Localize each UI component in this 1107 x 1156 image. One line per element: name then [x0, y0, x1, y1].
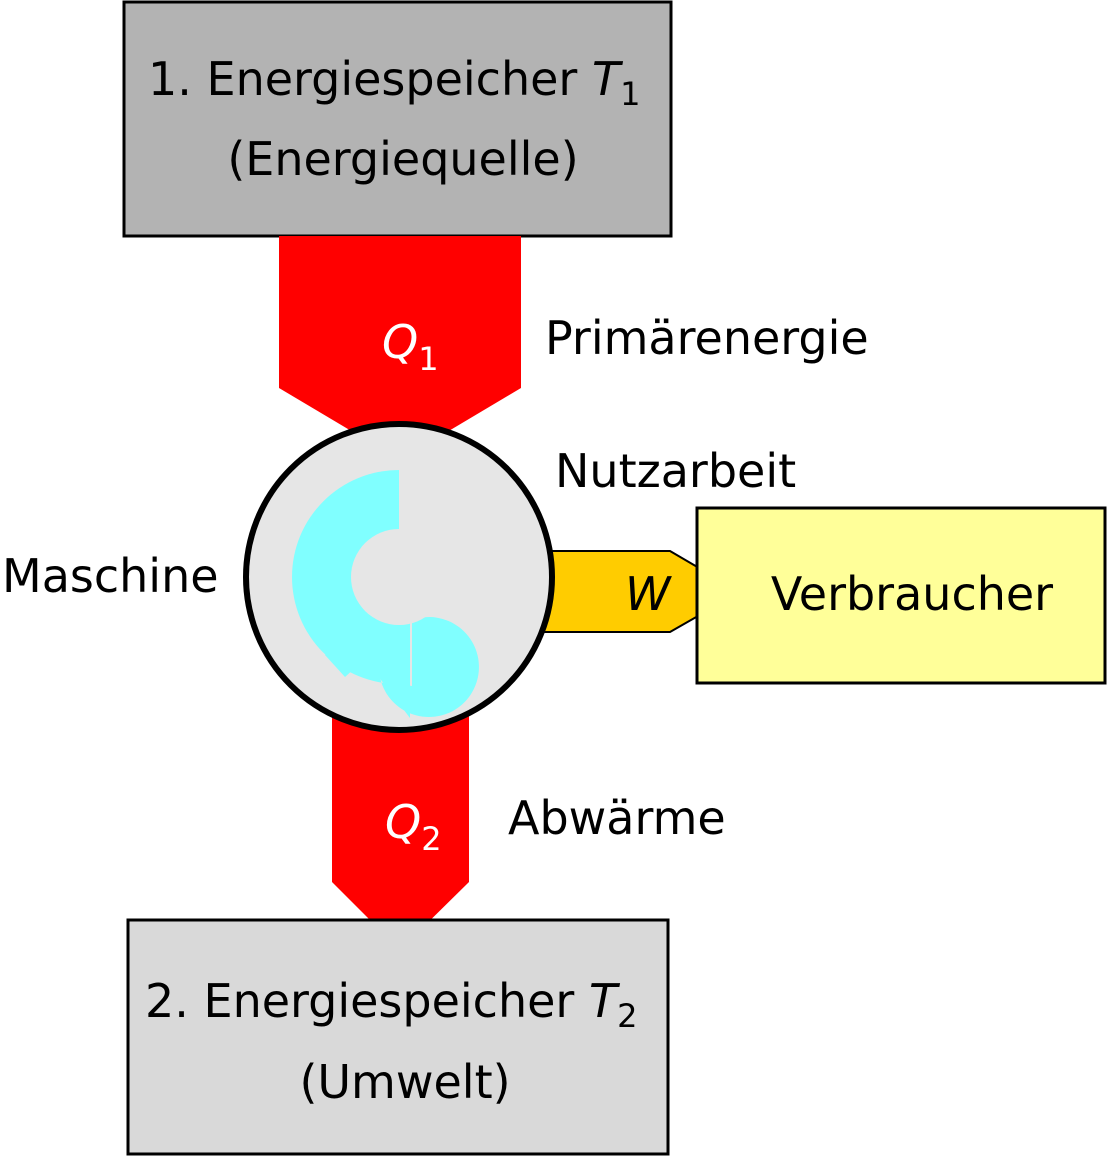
sink-subtitle: (Umwelt) [299, 1055, 510, 1109]
machine: Maschine [2, 421, 555, 733]
heat-out-arrow-shape [332, 690, 469, 950]
source-title: 1. Energiespeicher T1 [148, 52, 640, 113]
heat-in-arrow-shape [279, 236, 521, 460]
heat-in-label: Primärenergie [545, 311, 869, 365]
source-subtitle: (Energiequelle) [227, 132, 578, 186]
sink-reservoir: 2. Energiespeicher T2 (Umwelt) [126, 918, 670, 1156]
heat-out-arrow: Q2 Abwärme [332, 690, 726, 950]
source-reservoir: 1. Energiespeicher T1 (Energiequelle) [122, 0, 673, 238]
source-box [122, 0, 673, 238]
consumer-box [695, 506, 1107, 685]
heat-out-symbol: Q2 [385, 795, 442, 858]
sink-box [126, 918, 670, 1156]
cycle-icon [292, 470, 479, 718]
sink-title: 2. Energiespeicher T2 [145, 974, 637, 1035]
work-label: Nutzarbeit [555, 444, 796, 498]
consumer: Verbraucher [695, 506, 1107, 685]
heat-in-arrow: Q1 Primärenergie [279, 236, 869, 460]
machine-label: Maschine [2, 549, 219, 603]
heat-out-label: Abwärme [508, 791, 726, 845]
consumer-label: Verbraucher [771, 567, 1053, 621]
work-arrow: W Nutzarbeit [539, 444, 796, 633]
heat-in-symbol: Q1 [382, 315, 439, 378]
work-symbol: W [625, 567, 672, 621]
